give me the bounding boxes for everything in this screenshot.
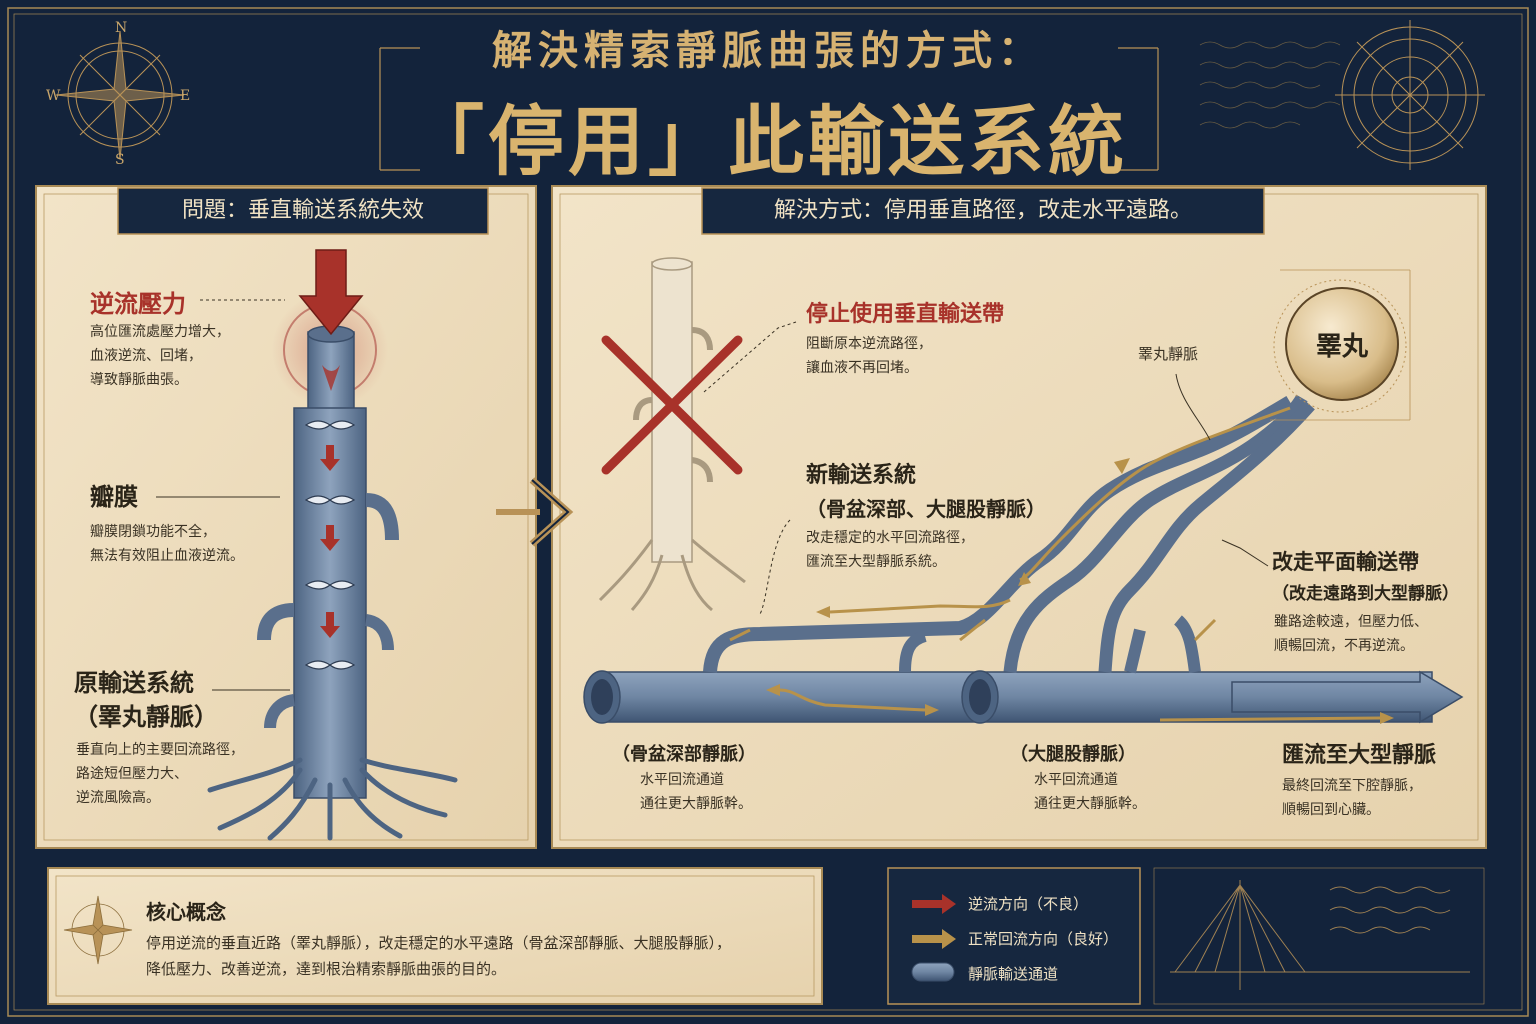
right-panel-header: 解決方式：停用垂直路徑，改走水平遠路。 <box>773 198 1192 223</box>
merge-text: 最終回流至下腔靜脈， 順暢回到心臟。 <box>1282 778 1422 818</box>
left-panel-header: 問題：垂直輸送系統失效 <box>181 198 424 223</box>
left-header-plaque <box>117 187 489 235</box>
compass-e: E <box>180 88 191 104</box>
legend-vein-icon <box>911 962 955 982</box>
femoral-vein-title: （大腿股靜脈） <box>1010 744 1136 765</box>
normal-flow-arrows <box>729 406 1381 722</box>
reflux-text: 高位匯流處壓力增大， 血液逆流、回堵， 導致靜脈曲張。 <box>90 324 230 388</box>
horizontal-vein-network <box>583 394 1464 724</box>
original-system-title: 原輸送系統 （睪丸靜脈） <box>74 668 218 731</box>
right-header-plaque <box>701 187 1265 235</box>
legend-reflux: 逆流方向（不良） <box>968 895 1089 913</box>
legend-gold-arrow-icon <box>912 929 956 949</box>
title-line-1: 解決精索靜脈曲張的方式： <box>492 27 1044 74</box>
page-title: 「停用」此輸送系統 <box>408 97 1128 186</box>
bridge-sketch <box>1153 867 1485 1005</box>
compass-w: W <box>46 88 61 104</box>
testis-label: 睪丸 <box>1315 332 1368 362</box>
pelvic-vein-title: （骨盆深部靜脈） <box>612 744 756 765</box>
reflux-arrow-icon <box>298 249 364 336</box>
vertical-vein-illustration <box>207 249 458 841</box>
reflux-title: 逆流壓力 <box>90 289 186 318</box>
compass-s: S <box>115 152 125 168</box>
decorative-script <box>1199 41 1341 129</box>
stop-x-icon <box>601 335 743 475</box>
new-system-title: 新輸送系統 （骨盆深部、大腿股靜脈） <box>806 462 1046 521</box>
femoral-vein-text: 水平回流通道 通往更大靜脈幹。 <box>1034 772 1146 812</box>
compass-rose-icon <box>55 30 185 160</box>
core-concept-title: 核心概念 <box>146 900 226 924</box>
new-system-text: 改走穩定的水平回流路徑， 匯流至大型靜脈系統。 <box>806 530 974 570</box>
testis-illustration <box>1270 269 1411 421</box>
transition-arrow-icon <box>496 477 574 547</box>
stop-text: 阻斷原本逆流路徑， 讓血液不再回堵。 <box>806 336 932 376</box>
flat-title: 改走平面輸送帶 （改走遠路到大型靜脈） <box>1272 549 1459 604</box>
testis-vein-label: 睪丸靜脈 <box>1138 345 1199 363</box>
astrolabe-icon <box>1335 20 1485 170</box>
legend-red-arrow-icon <box>912 894 956 914</box>
merge-title: 匯流至大型靜脈 <box>1282 742 1437 768</box>
stop-title: 停止使用垂直輸送帶 <box>806 301 1005 327</box>
flat-text: 雖路途較遠，但壓力低、 順暢回流，不再逆流。 <box>1274 614 1428 654</box>
valve-text: 瓣膜閉鎖功能不全， 無法有效阻止血液逆流。 <box>90 524 244 564</box>
compass-n: N <box>115 20 128 36</box>
title-frame <box>379 47 1159 171</box>
legend-normal: 正常回流方向（良好） <box>968 930 1119 948</box>
legend-vein: 靜脈輸送通道 <box>968 965 1059 983</box>
original-system-text: 垂直向上的主要回流路徑， 路途短但壓力大、 逆流風險高。 <box>76 742 244 806</box>
merge-arrow-icon <box>1231 670 1464 724</box>
core-concept-text: 停用逆流的垂直近路（睪丸靜脈），改走穩定的水平遠路（骨盆深部靜脈、大腿股靜脈），… <box>146 934 732 978</box>
pelvic-vein-text: 水平回流通道 通往更大靜脈幹。 <box>640 772 752 812</box>
compass-star-icon <box>63 895 133 965</box>
valve-title: 瓣膜 <box>90 482 138 511</box>
